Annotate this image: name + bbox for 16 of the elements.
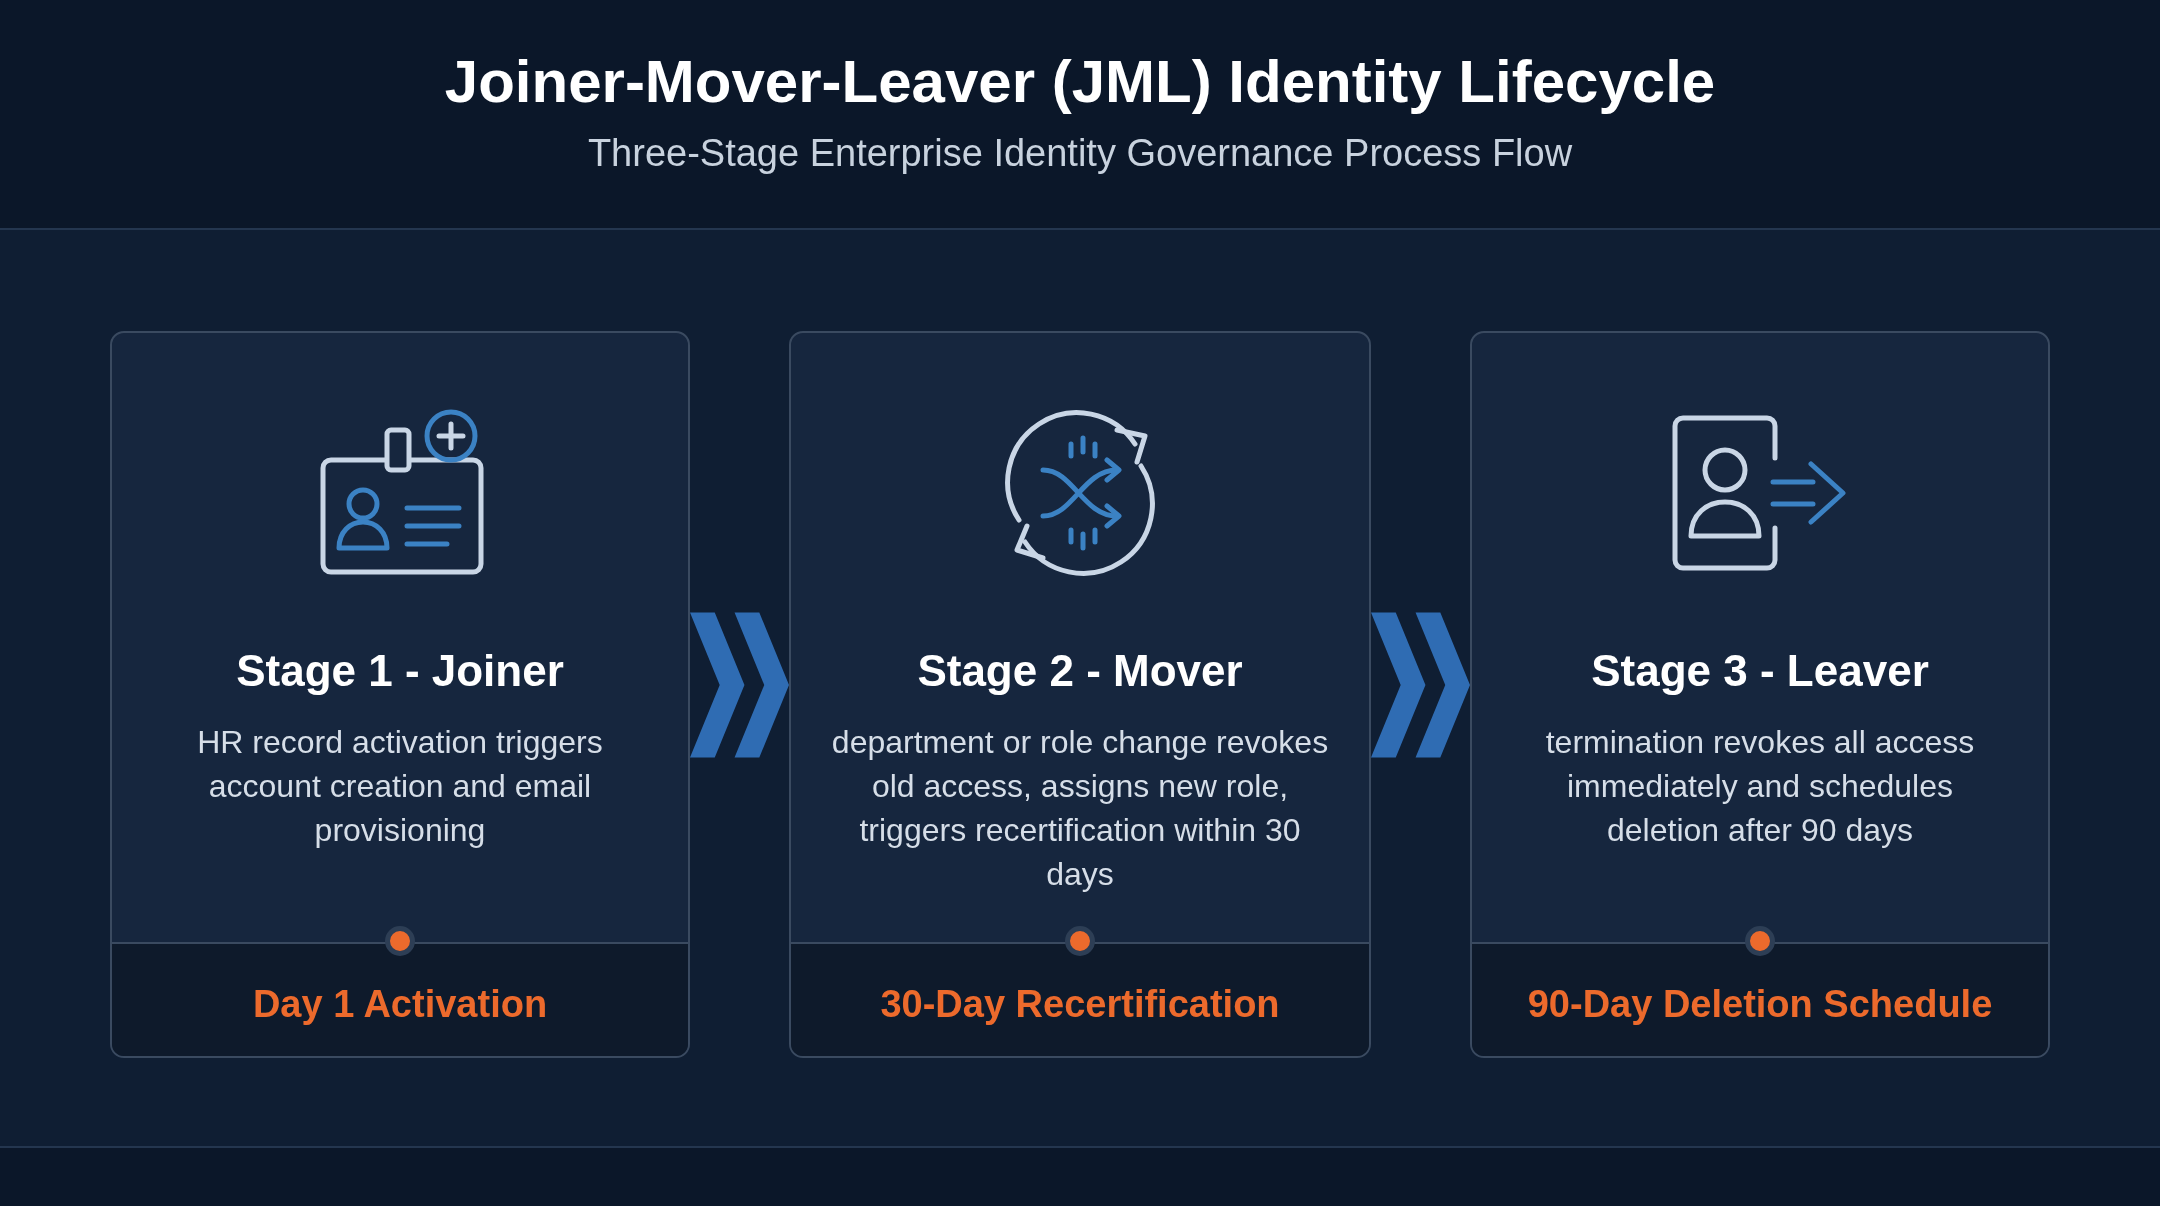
chevron-arrow	[1371, 612, 1470, 758]
title: Joiner-Mover-Leaver (JML) Identity Lifecycle	[444, 47, 1716, 117]
stage-description: termination revokes all access immediately and schedules deletion after 90 days	[1544, 723, 1976, 850]
stage-card	[789, 331, 1371, 1058]
milestone-label: 90-Day Deletion Schedule	[1527, 981, 1993, 1027]
stage-heading: Stage 3 - Leaver	[1591, 645, 1929, 697]
subtitle: Three-Stage Enterprise Identity Governance Process Flow	[587, 131, 1573, 176]
stage-card	[110, 331, 690, 1058]
stage-heading: Stage 2 - Mover	[917, 645, 1243, 697]
chevron-arrow	[690, 612, 789, 758]
stage-card	[1470, 331, 2050, 1058]
stage-description: department or role change revokes old access, assigns new role, triggers recertification within 30 days	[830, 723, 1330, 894]
milestone-label: 30-Day Recertification	[880, 981, 1280, 1027]
stage-heading: Stage 1 - Joiner	[236, 645, 564, 697]
milestone-label: Day 1 Activation	[252, 981, 548, 1027]
stage-description: HR record activation triggers account creation and email provisioning	[196, 723, 604, 850]
